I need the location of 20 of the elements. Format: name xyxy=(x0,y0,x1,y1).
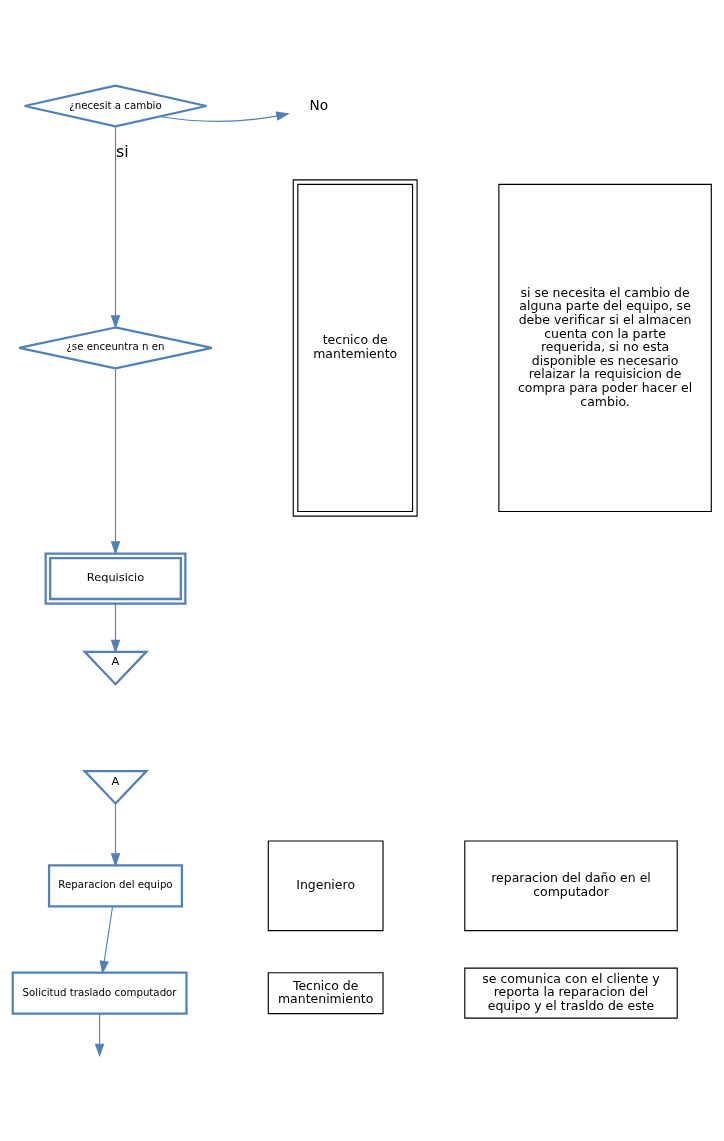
node-diamond: ¿se enceuntra n en xyxy=(18,325,213,370)
arrow xyxy=(110,125,121,329)
arrow xyxy=(110,802,121,867)
node-box: tecnico de mantemiento xyxy=(292,178,418,517)
edge-label: si xyxy=(115,141,129,161)
node-box: reparacion del daño en el computador xyxy=(464,839,678,931)
arrow xyxy=(110,602,121,653)
arrow xyxy=(159,110,290,122)
node-box: se comunica con el cliente y reporta la reparacion del equipo y el trasldo de este xyxy=(464,967,678,1019)
node-box: Solicitud traslado computador xyxy=(11,971,188,1015)
arrow xyxy=(94,1012,105,1057)
arrow xyxy=(99,905,114,974)
node-box: Requisicio xyxy=(44,551,187,605)
node-box: Ingeniero xyxy=(267,839,384,931)
node-diamond: ¿necesit a cambio xyxy=(23,83,208,128)
node-box: Tecnico de mantenimiento xyxy=(267,971,384,1014)
arrow xyxy=(110,367,121,555)
node-text: No xyxy=(309,96,329,113)
node-box: si se necesita el cambio de alguna parte del equipo, se debe verificar si el almacen cuenta con la parte requerida, si no esta disponible es necesario relaizar la requisicion de compra para poder hacer el cambio. xyxy=(498,183,712,512)
node-box: Reparacion del equipo xyxy=(47,863,184,907)
